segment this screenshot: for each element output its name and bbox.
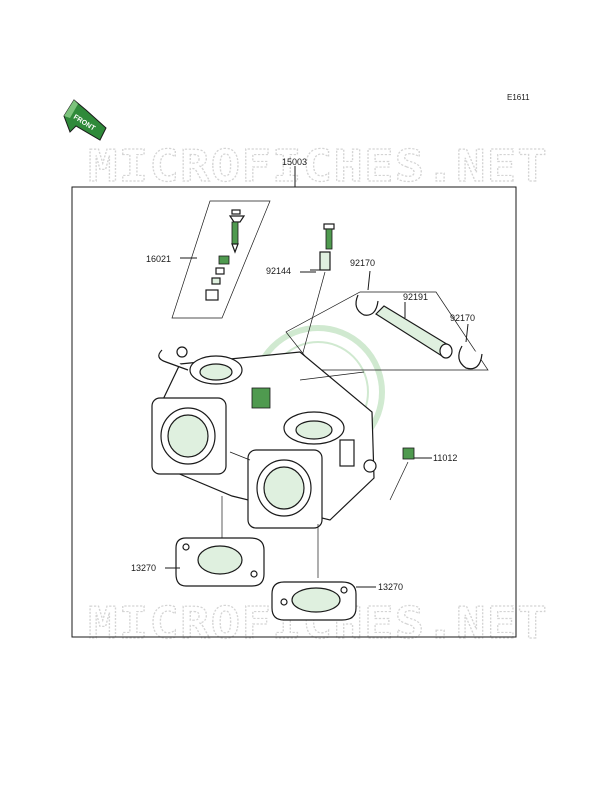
callout-92170-left: 92170 [350, 258, 375, 268]
callout-11012: 11012 [433, 453, 457, 463]
callout-92144: 92144 [266, 266, 291, 276]
callout-15003: 15003 [282, 157, 307, 167]
callout-13270-right: 13270 [378, 582, 403, 592]
gasket-right [271, 524, 376, 621]
watermark-top: MICROFICHES.NET [88, 141, 548, 192]
diagram-code: E1611 [507, 93, 530, 102]
cap-part [389, 447, 432, 501]
screw-assembly-group [171, 200, 271, 319]
gasket-left [165, 496, 265, 587]
throttle-body [151, 346, 377, 529]
callout-16021: 16021 [146, 254, 171, 264]
callout-13270-left: 13270 [131, 563, 156, 573]
hose-group [285, 270, 489, 371]
front-arrow-icon: FRONT [63, 99, 107, 141]
assembly-bracket [71, 166, 517, 638]
callout-92191: 92191 [403, 292, 428, 302]
callout-92170-right: 92170 [450, 313, 475, 323]
